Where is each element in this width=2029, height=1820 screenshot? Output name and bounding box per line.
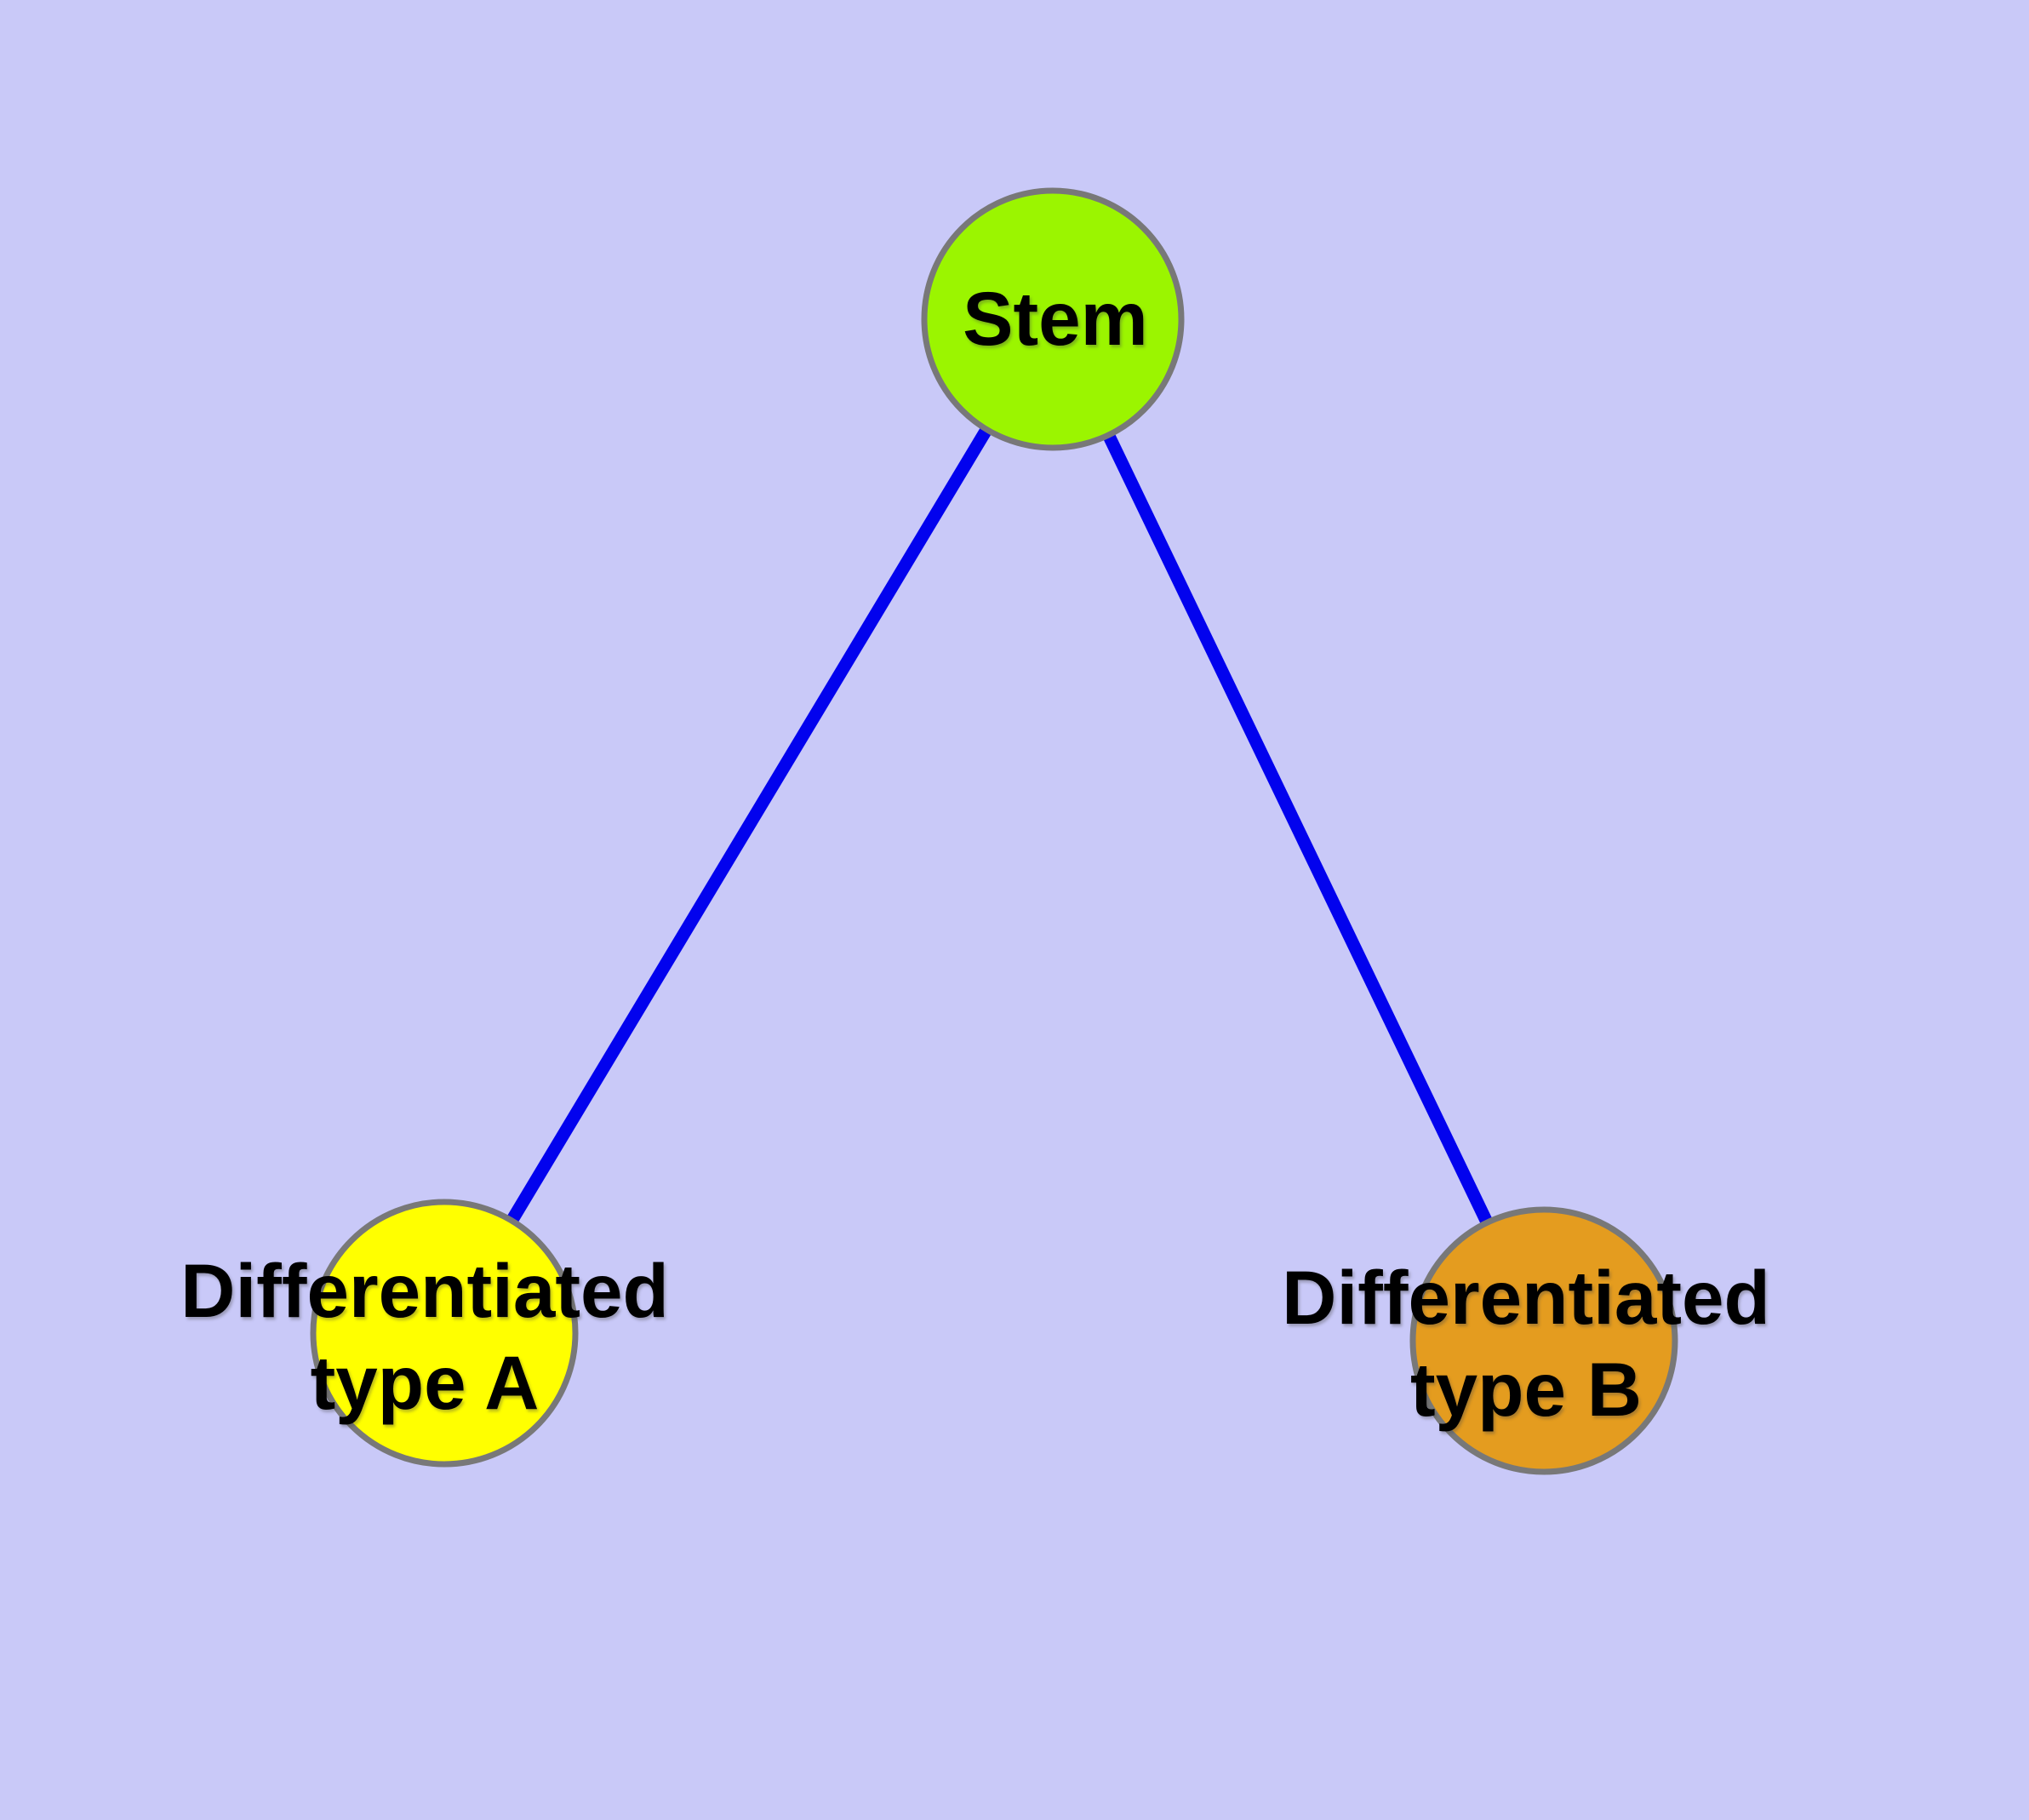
node-stem (921, 187, 1185, 451)
node-type-b (1409, 1206, 1678, 1475)
edge-stem-to-type-a (438, 316, 1059, 1336)
node-type-a (310, 1199, 579, 1468)
edge-stem-to-type-b (1047, 316, 1550, 1344)
